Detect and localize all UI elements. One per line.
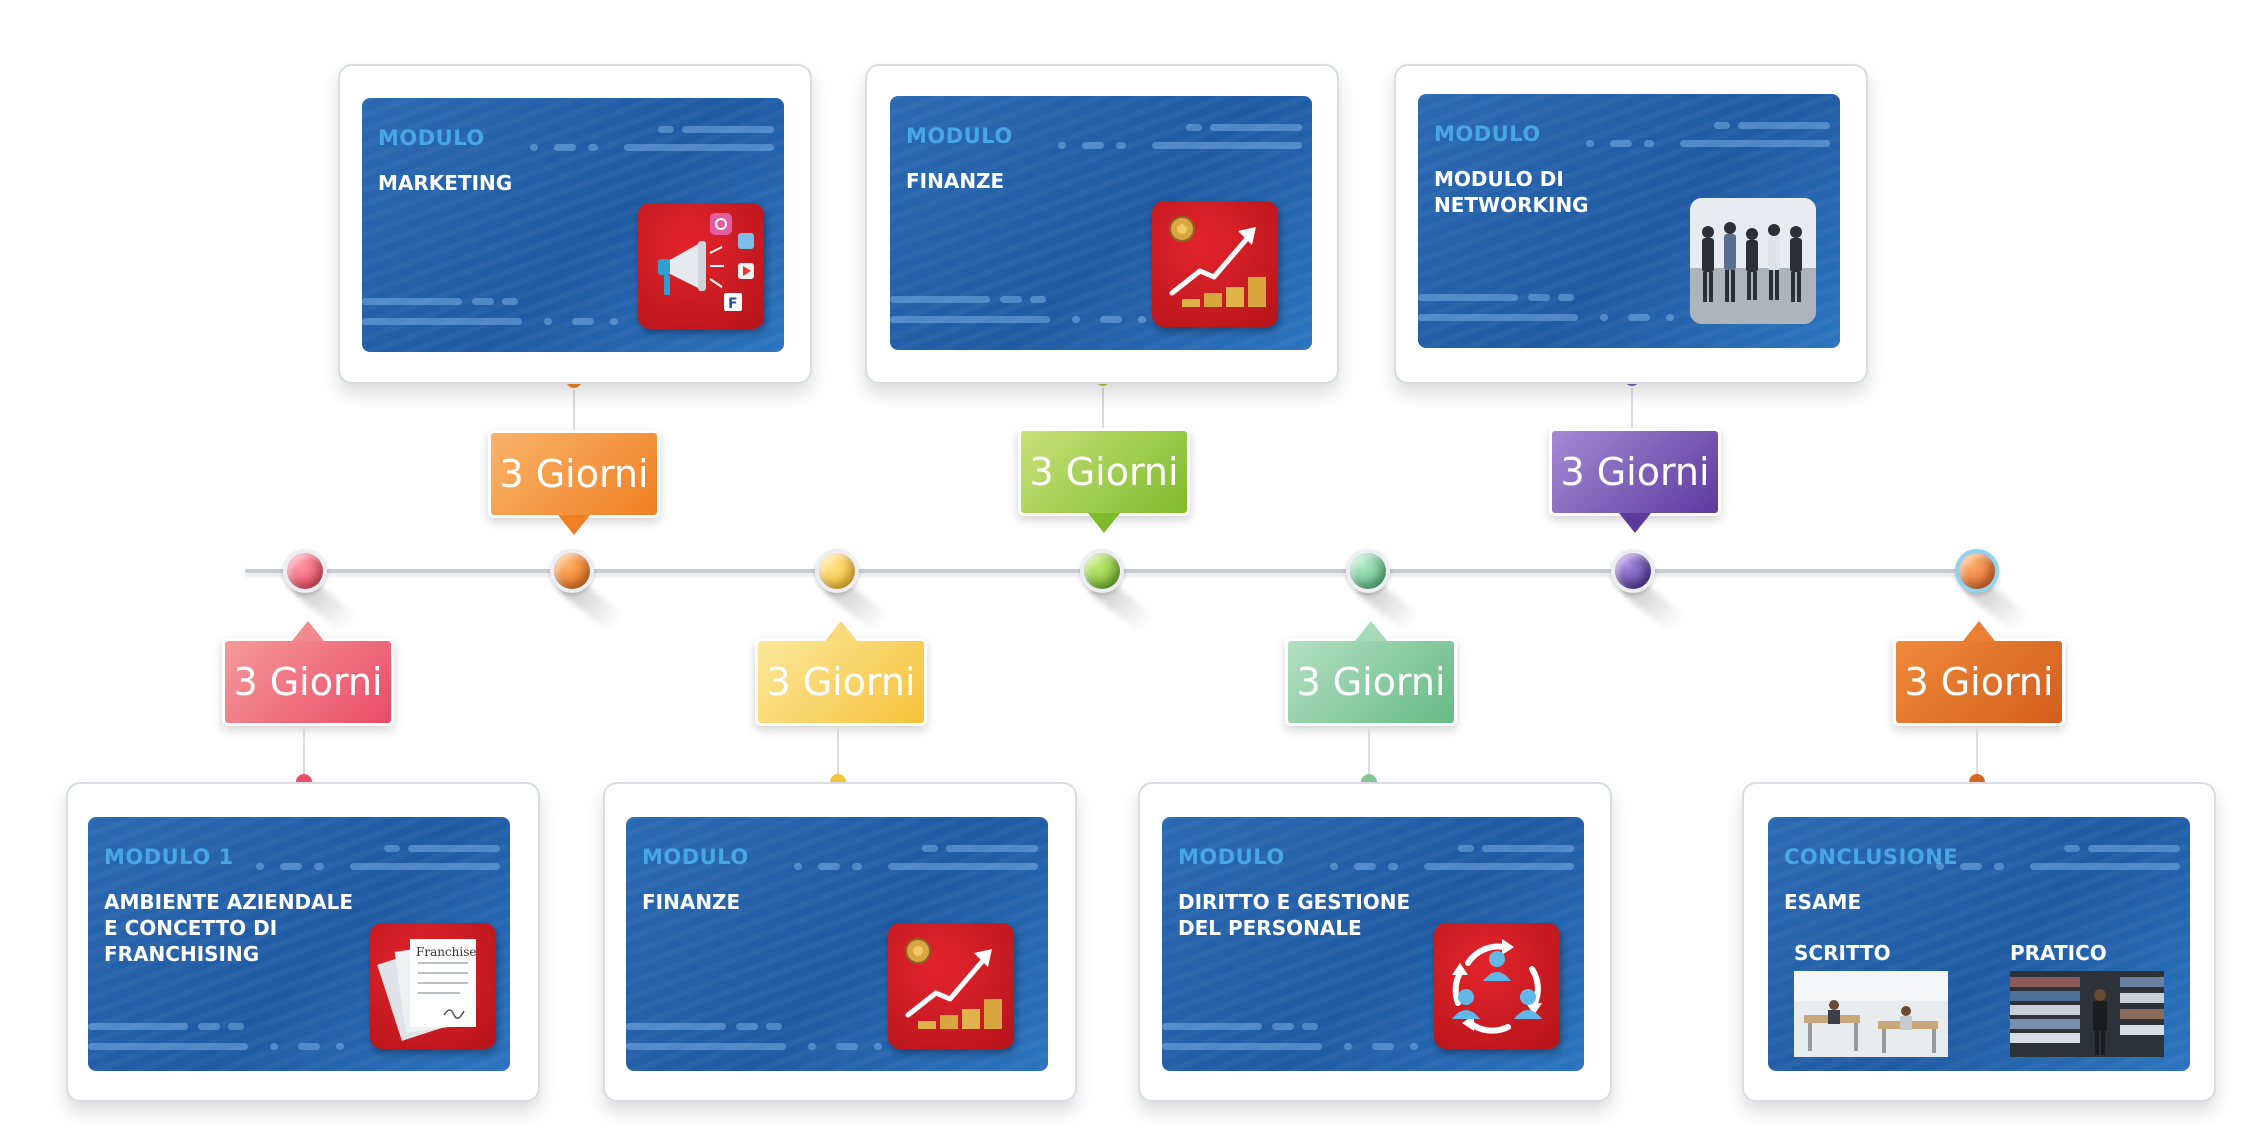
module-label: MODULO [1178,845,1285,869]
duration-text: 3 Giorni [1029,450,1179,494]
module-label: MODULO 1 [104,845,234,869]
duration-tag-2: 3 Giorni [488,430,660,535]
people-cycle-icon [1434,923,1560,1049]
duration-tag-6: 3 Giorni [1549,428,1721,533]
practical-exam-photo [2010,971,2164,1057]
svg-text:F: F [728,296,738,312]
timeline-node-1 [283,549,359,634]
franchise-doc-text: Franchise [416,945,477,959]
exam-written-label: SCRITTO [1794,941,1891,965]
megaphone-social-icon: F [638,203,764,329]
module-label: MODULO [906,124,1013,148]
written-exam-photo [1794,971,1948,1057]
franchise-document-icon: Franchise [370,923,496,1049]
duration-tag-1: 3 Giorni [222,621,394,726]
finance-growth-icon [1152,201,1278,327]
timeline-node-5 [1346,549,1422,634]
module-title: AMBIENTE AZIENDALE E CONCETTO DI FRANCHI… [104,890,354,966]
timeline-node-4 [1080,549,1156,634]
module-label: MODULO [642,845,749,869]
module-label: CONCLUSIONE [1784,845,1959,869]
finance-growth-icon [888,923,1014,1049]
duration-text: 3 Giorni [233,660,383,704]
module-card-finanze-bottom: MODULO FINANZE [626,817,1048,1071]
duration-tag-5: 3 Giorni [1285,621,1457,726]
module-title: DIRITTO E GESTIONE DEL PERSONALE [1178,890,1411,940]
timeline-node-2 [550,549,626,634]
module-card-marketing: MODULO MARKETING F [362,98,784,352]
timeline-node-3 [815,549,891,634]
networking-photo [1690,198,1816,324]
duration-tag-4: 3 Giorni [1018,428,1190,533]
duration-text: 3 Giorni [1296,660,1446,704]
module-title: MARKETING [378,171,513,195]
module-card-diritto: MODULO DIRITTO E GESTIONE DEL PERSONALE [1162,817,1584,1071]
module-title: FINANZE [642,890,741,914]
module-title: ESAME [1784,890,1862,914]
module-card-conclusione: CONCLUSIONE ESAME SCRITTO PRATICO [1768,817,2190,1071]
module-card-ambiente: MODULO 1 AMBIENTE AZIENDALE E CONCETTO D… [88,817,510,1071]
duration-tag-3: 3 Giorni [755,621,927,726]
module-label: MODULO [378,126,485,150]
duration-text: 3 Giorni [766,660,916,704]
module-label: MODULO [1434,122,1541,146]
duration-text: 3 Giorni [1904,660,2054,704]
module-title: FINANZE [906,169,1005,193]
module-card-finanze-top: MODULO FINANZE [890,96,1312,350]
duration-tag-7: 3 Giorni [1893,621,2065,726]
exam-practical-label: PRATICO [2010,941,2107,965]
duration-text: 3 Giorni [1560,450,1710,494]
duration-text: 3 Giorni [499,452,649,496]
timeline-node-6 [1611,549,1687,634]
module-card-networking: MODULO MODULO DI NETWORKING [1418,94,1840,348]
module-title: MODULO DI NETWORKING [1434,167,1589,217]
timeline-node-7 [1955,549,2031,634]
